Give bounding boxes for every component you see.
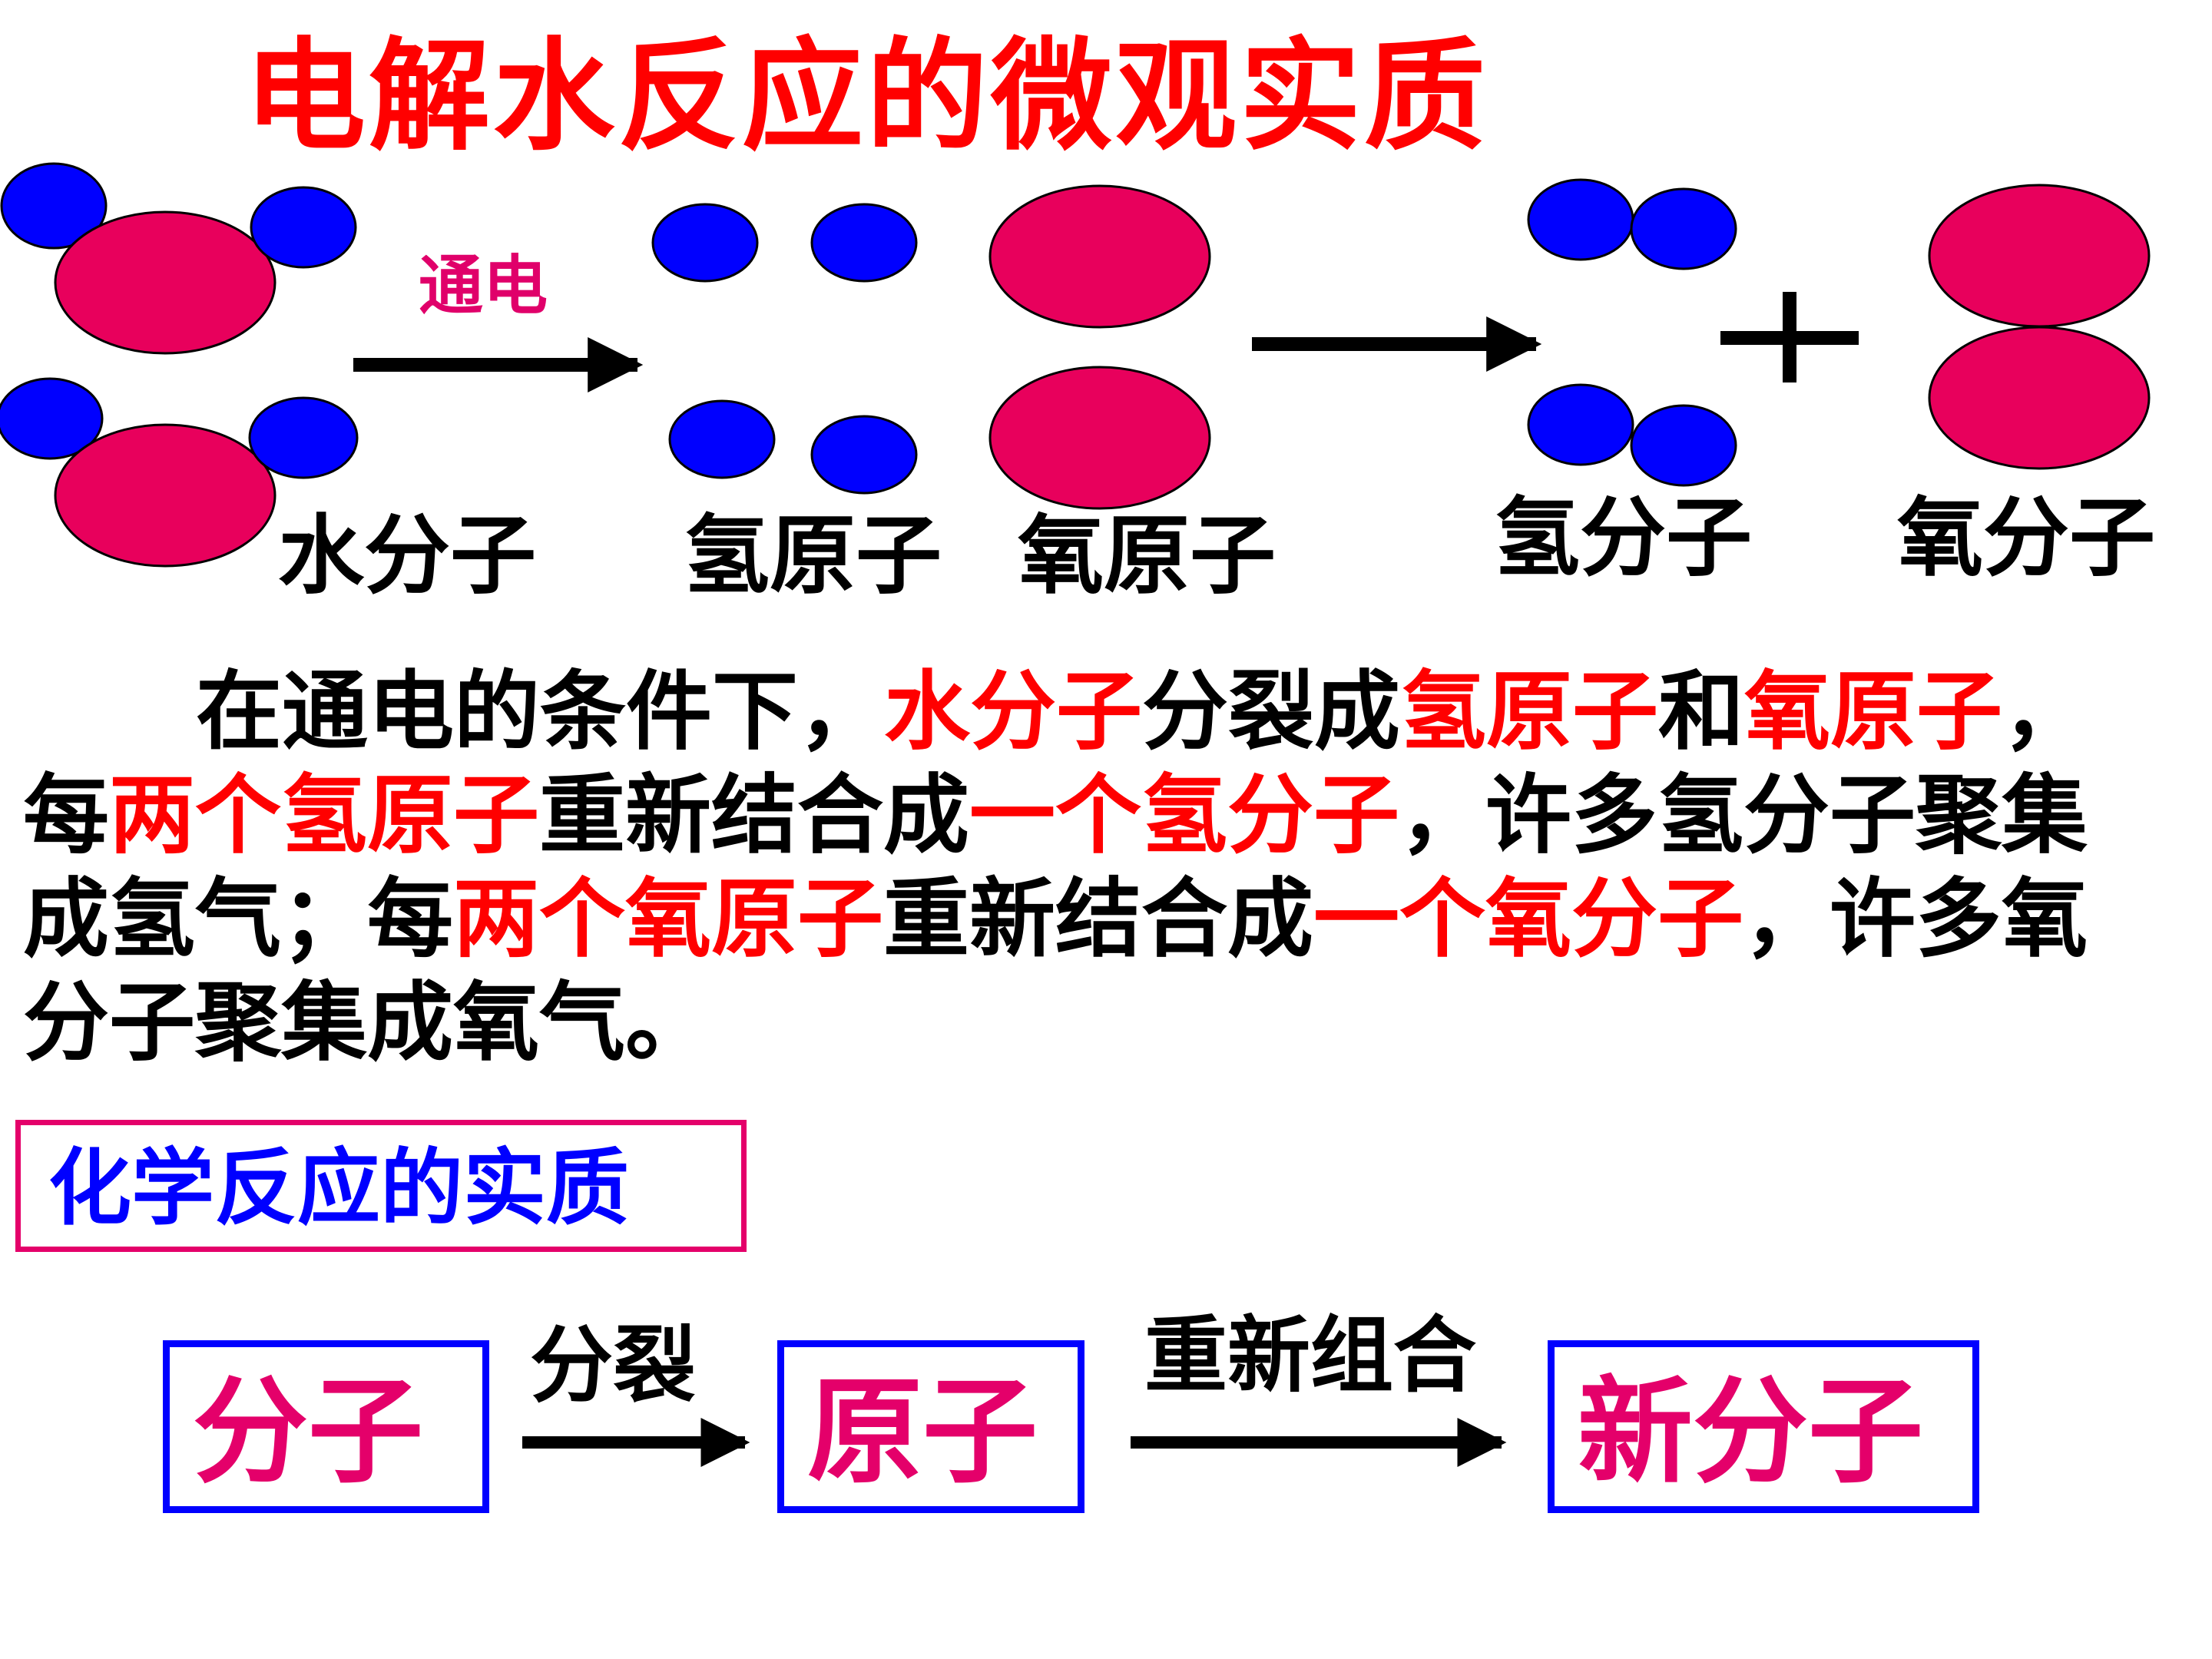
oxygen-atom <box>54 423 276 568</box>
oxygen-atom <box>1928 326 2151 470</box>
hydrogen-atom <box>668 399 776 479</box>
text-span: 分子聚集成氧气。 <box>23 973 711 1073</box>
hydrogen-atom <box>1527 178 1634 261</box>
explanation-paragraph: 在通电的条件下，水分子分裂成氢原子和氧原子， 每两个氢原子重新结合成一个氢分子，… <box>23 661 2174 1075</box>
essence-heading: 化学反应的实质 <box>48 1141 630 1237</box>
oxygen-atom-label: 氧原子 <box>1018 506 1276 606</box>
highlight-span: 氢原子 <box>1400 662 1658 762</box>
text-span: 成氢气；每 <box>23 869 453 969</box>
oxygen-molecule <box>1928 184 2151 470</box>
new-molecule-box-label: 新分子 <box>1578 1366 1924 1499</box>
oxygen-atom <box>1928 184 2151 328</box>
text-span: 分裂成 <box>1142 662 1400 762</box>
highlight-span: 一个氧分子 <box>1313 869 1743 969</box>
water-molecule <box>0 162 357 355</box>
oxygen-atom <box>988 366 1211 510</box>
hydrogen-molecule-label: 氢分子 <box>1494 488 1752 588</box>
oxygen-atom <box>988 184 1211 329</box>
text-span: 重新结合成 <box>539 766 969 866</box>
plus-sign <box>1720 292 1859 382</box>
paragraph-line: 分子聚集成氧气。 <box>23 972 2174 1075</box>
water-molecule-label: 水分子 <box>278 506 536 606</box>
highlight-span: 两个氧原子 <box>453 869 883 969</box>
hydrogen-atom <box>0 162 108 250</box>
hydrogen-atom <box>810 203 918 283</box>
highlight-span: 水分子 <box>884 662 1142 762</box>
paragraph-line: 每两个氢原子重新结合成一个氢分子，许多氢分子聚集 <box>23 764 2174 868</box>
essence-heading-box: 化学反应的实质 <box>15 1120 747 1252</box>
text-span: ，许多氧 <box>1743 869 2088 969</box>
page-title: 电解水反应的微观实质 <box>244 26 1488 167</box>
oxygen-atom <box>54 210 276 355</box>
recombine-label: 重新组合 <box>1144 1308 1477 1404</box>
atom-box: 原子 <box>777 1340 1084 1513</box>
condition-label: 通电 <box>419 248 548 323</box>
new-molecule-box: 新分子 <box>1548 1340 1979 1513</box>
text-span: 在通电的条件下， <box>196 662 884 762</box>
highlight-span: 氧原子 <box>1744 662 2002 762</box>
hydrogen-atom <box>0 377 104 460</box>
hydrogen-atom <box>248 396 359 479</box>
oxygen-molecule-label: 氧分子 <box>1897 488 2155 588</box>
highlight-span: 两个氢原子 <box>109 766 539 866</box>
paragraph-line: 成氢气；每两个氧原子重新结合成一个氧分子，许多氧 <box>23 868 2174 972</box>
hydrogen-atom-label: 氢原子 <box>684 506 942 606</box>
text-span: ，许多氢分子聚集 <box>1399 766 2088 866</box>
molecule-box: 分子 <box>163 1340 489 1513</box>
highlight-span: 一个氢分子 <box>969 766 1399 866</box>
hydrogen-atom <box>1630 404 1737 487</box>
molecule-box-label: 分子 <box>193 1366 424 1499</box>
water-molecule <box>0 377 359 568</box>
hydrogen-atom <box>1527 383 1634 466</box>
paragraph-line: 在通电的条件下，水分子分裂成氢原子和氧原子， <box>23 661 2174 764</box>
split-label: 分裂 <box>530 1318 697 1414</box>
hydrogen-atom <box>1630 187 1737 270</box>
text-span: 重新结合成 <box>883 869 1313 969</box>
text-span: 和 <box>1658 662 1744 762</box>
hydrogen-atom <box>651 203 759 283</box>
hydrogen-atom <box>810 415 918 495</box>
hydrogen-molecule <box>1527 178 1737 270</box>
atom-box-label: 原子 <box>807 1366 1038 1499</box>
text-span: 每 <box>23 766 109 866</box>
hydrogen-molecule <box>1527 383 1737 487</box>
text-span: ， <box>2002 662 2088 762</box>
hydrogen-atom <box>250 186 357 269</box>
